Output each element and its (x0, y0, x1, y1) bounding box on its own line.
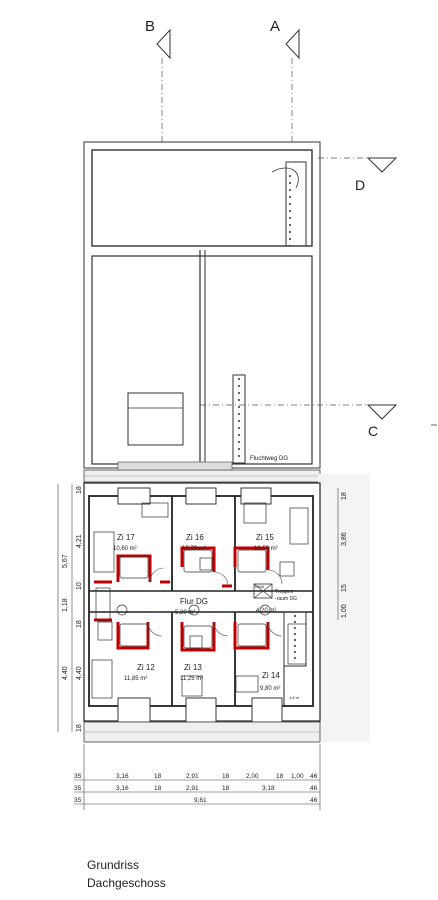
dim-b1-2: 18 (154, 773, 162, 780)
section-mark-a: A (270, 18, 300, 145)
fm-label: 1,8 m (289, 695, 300, 700)
roof-band-top (83, 461, 321, 483)
dim-b2-4: 18 (222, 785, 230, 792)
upper-stair (271, 161, 307, 247)
dim-b3-2: 46 (310, 797, 318, 804)
dim-left-inner-1: 18 (76, 486, 83, 494)
section-mark-d: D (318, 157, 398, 193)
dim-b2-0: 35 (74, 785, 82, 792)
roof-hatch (318, 474, 370, 742)
dim-left-labels: 5,67 1,18 4,40 18 4,21 10 18 4,40 18 (62, 486, 83, 732)
dim-left-inner-6: 18 (76, 724, 83, 732)
dim-b2-2: 18 (154, 785, 162, 792)
dim-b2-5: 3,18 (262, 785, 275, 792)
dim-b1-3: 2,91 (186, 773, 199, 780)
dim-left-inner-2: 4,21 (76, 534, 83, 548)
room-12-name: Zi 12 (137, 663, 155, 672)
dim-bottom-row1: 35 3,16 18 2,91 18 2,00 18 1,00 46 (74, 773, 318, 780)
drawing-title-line1: Grundriss (87, 858, 140, 872)
dormers (117, 487, 283, 723)
dim-left-inner-5: 4,40 (76, 666, 83, 680)
flur-name: Flur DG (180, 597, 208, 606)
dim-b3-0: 35 (74, 797, 82, 804)
dim-bottom-lines (74, 744, 321, 810)
room-15-name: Zi 15 (256, 533, 274, 542)
dim-b1-0: 35 (74, 773, 82, 780)
room-14-name: Zi 14 (262, 671, 280, 680)
dim-b1-7: 1,00 (291, 773, 304, 780)
stair-label-1: Treppen (275, 589, 294, 595)
section-label-b: B (145, 18, 155, 35)
dim-bottom-row3: 35 9,61 46 (74, 797, 318, 804)
flur-area: 5,20 m² (175, 610, 195, 616)
room-15-area: 10,50 m² (254, 546, 278, 552)
dim-left-outer-3: 4,40 (62, 666, 69, 680)
furniture (91, 502, 309, 699)
drawing-title-line2: Dachgeschoss (87, 876, 166, 890)
dim-b2-6: 46 (310, 785, 318, 792)
room-17-area: 10,60 m² (113, 546, 137, 552)
room-13-area: 11,25 m² (180, 676, 203, 682)
dim-right-1: 18 (341, 492, 348, 500)
roof-band-bottom (83, 721, 321, 743)
room-16-name: Zi 16 (186, 533, 204, 542)
rwa-label: RWA (255, 584, 264, 589)
room-labels: Zi 17 10,60 m² Zi 16 10,70 m² Zi 15 10,5… (113, 533, 300, 700)
dim-b1-8: 46 (310, 773, 318, 780)
dim-left-outer-1: 5,67 (62, 554, 69, 568)
room-17-name: Zi 17 (117, 533, 135, 542)
stair-area: 4,20 m² (256, 608, 276, 614)
section-label-a: A (270, 18, 280, 35)
dg-stair (283, 611, 307, 667)
dim-b3-1: 9,61 (194, 797, 207, 804)
dim-right-labels: 18 3,86 15 1,00 (341, 492, 348, 618)
section-label-c: C (368, 423, 378, 439)
dim-right-3: 15 (341, 584, 348, 592)
upper-structure (83, 141, 321, 469)
dim-right-2: 3,86 (341, 532, 348, 546)
dim-left-inner-3: 10 (76, 582, 83, 590)
dim-left-inner-4: 18 (76, 620, 83, 628)
dim-right-4: 1,00 (341, 604, 348, 618)
dim-b1-5: 2,00 (246, 773, 259, 780)
section-mark-c: C (200, 404, 398, 439)
section-label-d: D (355, 177, 365, 193)
section-mark-b: B (145, 18, 171, 145)
dim-bottom-row2: 35 3,16 18 2,91 18 3,18 46 (74, 785, 318, 792)
fluchtweg-label: Fluchtweg DG (250, 456, 288, 462)
room-16-area: 10,70 m² (182, 546, 206, 552)
rwa-vent: RWA (253, 583, 273, 599)
door-swings (147, 567, 283, 637)
dim-b1-6: 18 (276, 773, 284, 780)
dim-left-outer-2: 1,18 (62, 598, 69, 612)
dim-b1-1: 3,16 (116, 773, 129, 780)
room-14-area: 9,80 m² (260, 686, 280, 692)
room-13-name: Zi 13 (184, 663, 202, 672)
dim-b2-1: 3,16 (116, 785, 129, 792)
escape-stair (232, 374, 246, 464)
dim-left (57, 484, 73, 732)
dim-b2-3: 2,91 (186, 785, 199, 792)
stair-label-2: -raum DG (275, 596, 297, 602)
room-12-area: 11,85 m² (124, 676, 147, 682)
dim-b1-4: 18 (222, 773, 230, 780)
